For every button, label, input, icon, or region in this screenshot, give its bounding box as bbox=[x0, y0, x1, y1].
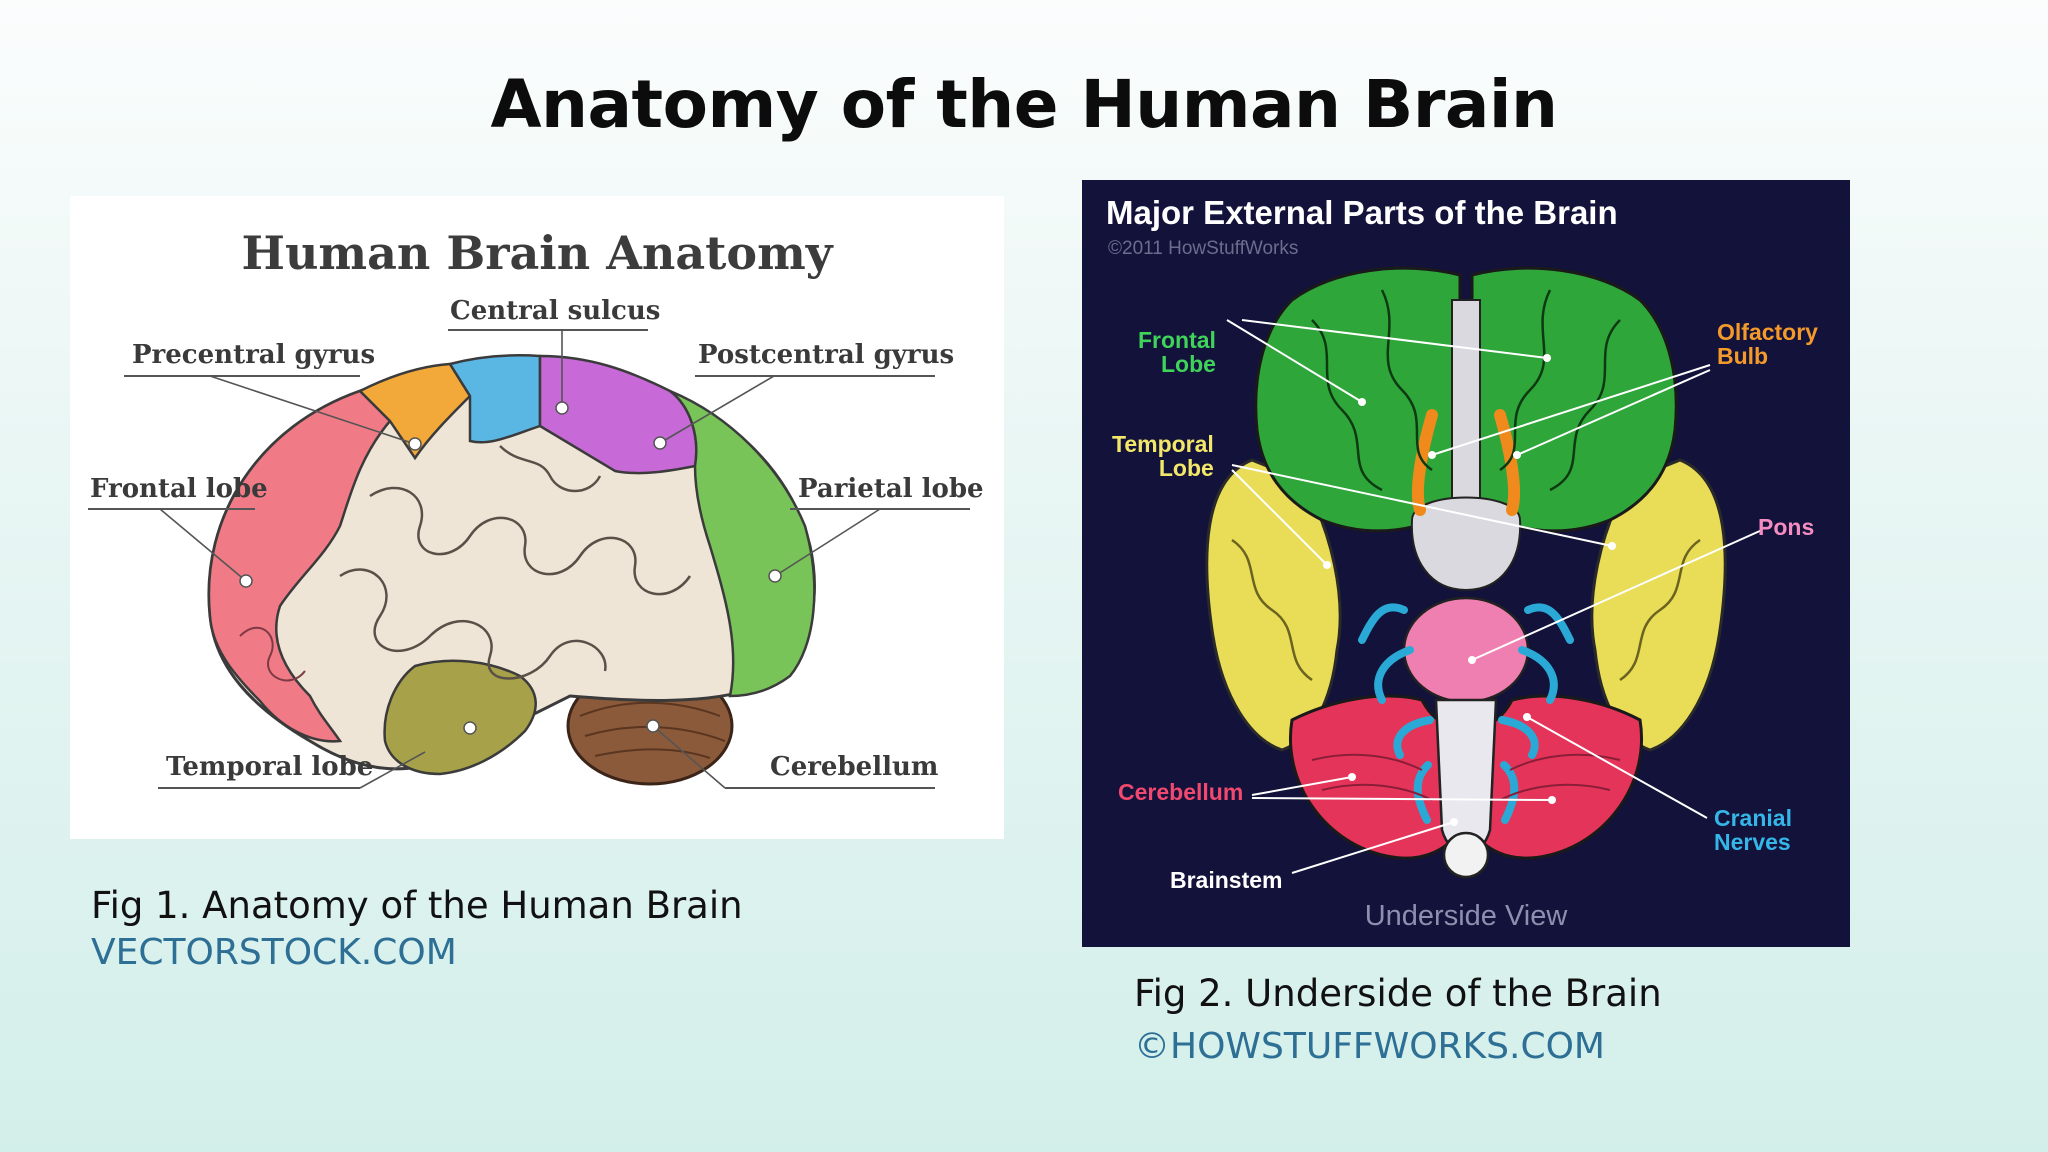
brain-underside-illustration bbox=[1205, 266, 1763, 879]
figure-2-brain-underside: Major External Parts of the Brain ©2011 … bbox=[1082, 180, 1850, 947]
slide-title: Anatomy of the Human Brain bbox=[490, 66, 1558, 143]
label-frontal-lobe: Frontal lobe bbox=[90, 474, 268, 504]
figure-1-caption: Fig 1. Anatomy of the Human Brain bbox=[91, 884, 743, 927]
gyri-lines bbox=[369, 486, 692, 596]
figure-1-credit: VECTORSTOCK.COM bbox=[91, 932, 457, 973]
label-postcentral-gyrus: Postcentral gyrus bbox=[698, 340, 955, 370]
figure-1-brain-lateral: Human Brain Anatomy Central sulcus Prece… bbox=[70, 196, 1004, 839]
fig2-spinal-cord bbox=[1442, 831, 1490, 879]
figure-2-title: Major External Parts of the Brain bbox=[1106, 194, 1618, 231]
fig2-cerebellum-folds bbox=[1311, 753, 1621, 801]
fig2-leader-lines bbox=[1226, 319, 1763, 874]
frontal-folds bbox=[239, 626, 306, 682]
fig2-label-olfactory-bulb: Olfactory Bulb bbox=[1717, 319, 1818, 369]
fig2-markers bbox=[1323, 354, 1616, 826]
parietal-lobe-region bbox=[669, 389, 816, 698]
fig2-right-frontal-lobe bbox=[1470, 266, 1678, 533]
gyri-lines-2 bbox=[339, 568, 607, 680]
fig2-label-brainstem: Brainstem bbox=[1170, 867, 1283, 893]
label-temporal-lobe: Temporal lobe bbox=[166, 752, 374, 782]
figure-2-credit: ©HOWSTUFFWORKS.COM bbox=[1134, 1026, 1605, 1067]
figure-1-title: Human Brain Anatomy bbox=[241, 226, 833, 280]
label-parietal-lobe: Parietal lobe bbox=[798, 474, 984, 504]
fig2-right-olfactory-bulb bbox=[1494, 409, 1521, 516]
fig2-optic-region bbox=[1410, 496, 1522, 592]
fig1-leader-lines bbox=[159, 330, 881, 789]
fig2-label-pons: Pons bbox=[1758, 514, 1815, 540]
fig2-label-cranial-nerves: Cranial Nerves bbox=[1714, 805, 1792, 855]
fig2-frontal-folds bbox=[1311, 289, 1621, 492]
fig2-temporal-folds bbox=[1231, 538, 1701, 682]
label-central-sulcus: Central sulcus bbox=[450, 296, 661, 326]
fig2-left-olfactory-bulb bbox=[1411, 409, 1438, 516]
fig2-cranial-nerves bbox=[1358, 603, 1574, 824]
figure-2-caption: Fig 2. Underside of the Brain bbox=[1134, 972, 1662, 1015]
fig1-label-underlines bbox=[88, 329, 970, 789]
brain-lateral-illustration bbox=[88, 329, 970, 789]
fig2-pons-region bbox=[1402, 596, 1530, 704]
label-cerebellum: Cerebellum bbox=[770, 752, 939, 782]
temporal-lobe-region bbox=[383, 659, 537, 776]
gyri-lines-3 bbox=[499, 445, 602, 493]
fig2-midline bbox=[1451, 299, 1481, 521]
fig2-label-frontal-lobe: Frontal Lobe bbox=[1138, 327, 1216, 377]
figure-2-view-label: Underside View bbox=[1364, 900, 1568, 932]
fig2-brainstem-shape bbox=[1434, 698, 1498, 854]
fig2-label-cerebellum: Cerebellum bbox=[1118, 779, 1244, 805]
fig2-label-temporal-lobe: Temporal Lobe bbox=[1112, 431, 1214, 481]
frontal-lobe-region bbox=[207, 389, 392, 743]
label-precentral-gyrus: Precentral gyrus bbox=[132, 340, 376, 370]
fig1-markers bbox=[239, 401, 782, 735]
figure-2-copyright: ©2011 HowStuffWorks bbox=[1108, 238, 1299, 259]
